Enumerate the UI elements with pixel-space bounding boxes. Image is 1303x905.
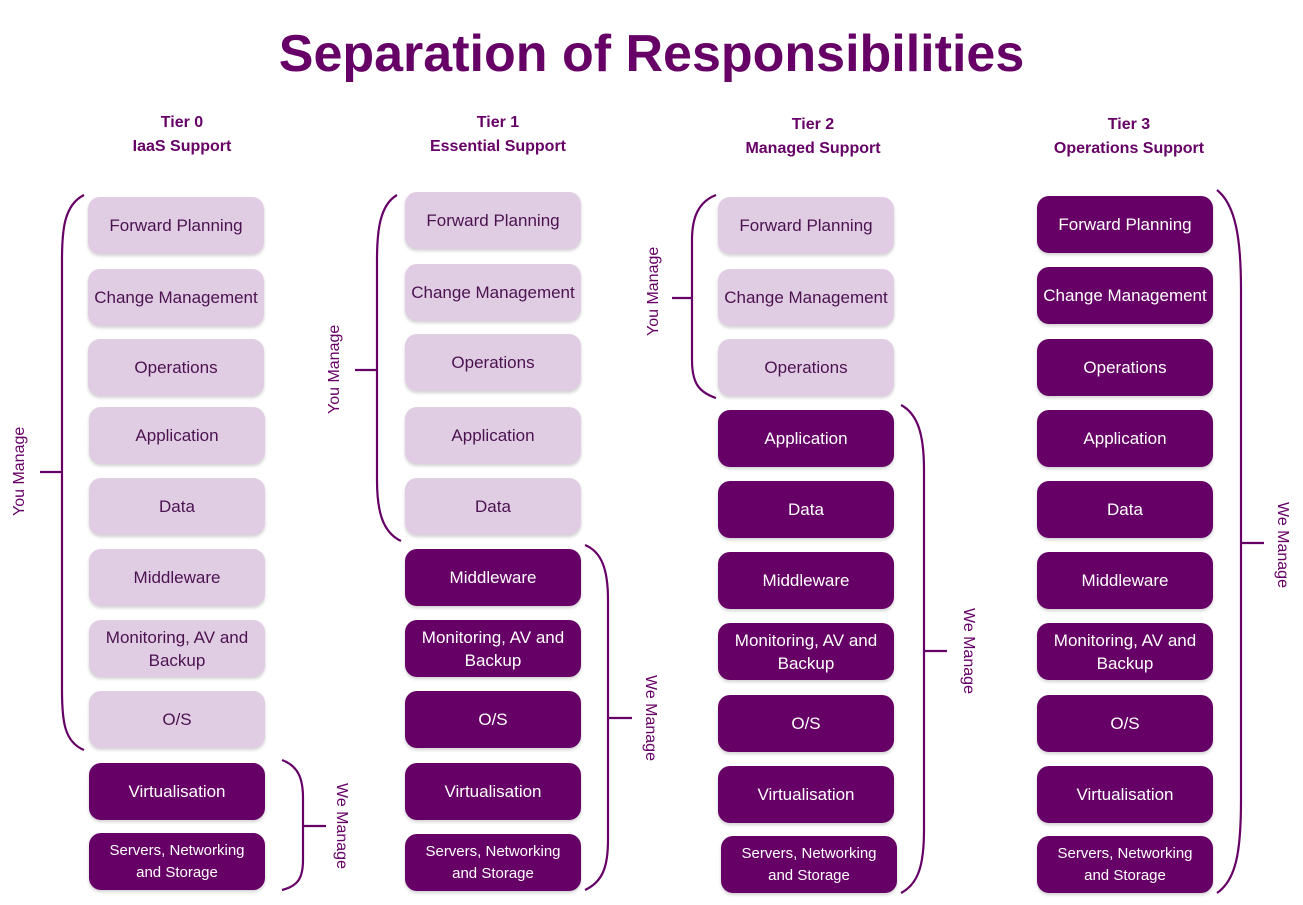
tier-3-item-forward-planning: Forward Planning	[1037, 196, 1213, 253]
tier-1-item-operations: Operations	[405, 334, 581, 391]
tier-2-item-virtualisation: Virtualisation	[718, 766, 894, 823]
tier-1-item-application: Application	[405, 407, 581, 464]
tier-0-name: IaaS Support	[132, 138, 232, 155]
tier-0-heading: Tier 0 IaaS Support	[52, 111, 312, 159]
tier-0-item-os: O/S	[89, 691, 265, 748]
tier-3-item-data: Data	[1037, 481, 1213, 538]
tier-2-you-manage-label: You Manage	[645, 246, 662, 336]
tier-0-item-operations: Operations	[88, 339, 264, 396]
tier-3-we-manage-label: We Manage	[1274, 502, 1291, 588]
tier-2-item-middleware: Middleware	[718, 552, 894, 609]
tier-1-you-manage-label: You Manage	[326, 324, 343, 414]
tier-2-item-forward-planning: Forward Planning	[718, 197, 894, 254]
tier-3-item-application: Application	[1037, 410, 1213, 467]
tier-1-you-manage-bracket	[375, 194, 402, 542]
tier-3-item-middleware: Middleware	[1037, 552, 1213, 609]
tier-0-item-monitoring: Monitoring, AV and Backup	[89, 620, 265, 677]
tier-3-heading: Tier 3 Operations Support	[999, 113, 1259, 161]
tier-2-item-operations: Operations	[718, 339, 894, 396]
tier-0-item-application: Application	[89, 407, 265, 464]
tier-3-item-change-management: Change Management	[1037, 267, 1213, 324]
tier-1-we-manage-bracket	[584, 543, 610, 891]
diagram-title: Separation of Responsibilities	[278, 25, 1025, 83]
tier-2-item-monitoring: Monitoring, AV and Backup	[718, 623, 894, 680]
tier-0-item-middleware: Middleware	[89, 549, 265, 606]
tier-3-item-virtualisation: Virtualisation	[1037, 766, 1213, 823]
tier-1-heading: Tier 1 Essential Support	[368, 111, 628, 159]
tier-1-item-middleware: Middleware	[405, 549, 581, 606]
tier-3-name: Operations Support	[1053, 140, 1205, 157]
tier-2-you-manage-bracket	[690, 193, 717, 400]
tier-2-we-manage-label: We Manage	[960, 608, 977, 694]
tier-3-number: Tier 3	[1107, 116, 1151, 133]
tier-2-we-manage-bracket	[900, 404, 926, 894]
tier-2-item-application: Application	[718, 410, 894, 467]
tier-3-we-manage-bracket	[1216, 189, 1243, 894]
tier-1-name: Essential Support	[429, 138, 567, 155]
tier-1-item-servers: Servers, Networking and Storage	[405, 834, 581, 891]
tier-0-we-manage-label: We Manage	[333, 783, 350, 869]
tier-2-heading: Tier 2 Managed Support	[683, 113, 943, 161]
tier-1-item-forward-planning: Forward Planning	[405, 192, 581, 249]
tier-0-we-manage-bracket	[281, 758, 305, 892]
tier-1-item-virtualisation: Virtualisation	[405, 763, 581, 820]
tier-3-item-os: O/S	[1037, 695, 1213, 752]
tier-2-item-servers: Servers, Networking and Storage	[721, 836, 897, 893]
tier-0-item-change-management: Change Management	[88, 269, 264, 326]
tier-2-item-os: O/S	[718, 695, 894, 752]
tier-1-item-data: Data	[405, 478, 581, 535]
tier-3-item-servers: Servers, Networking and Storage	[1037, 836, 1213, 893]
tier-0-you-manage-label: You Manage	[11, 426, 28, 516]
tier-0-you-manage-bracket	[60, 194, 85, 752]
tier-1-number: Tier 1	[476, 114, 520, 131]
tier-2-item-data: Data	[718, 481, 894, 538]
tier-2-name: Managed Support	[745, 140, 881, 157]
tier-3-item-monitoring: Monitoring, AV and Backup	[1037, 623, 1213, 680]
tier-1-we-manage-label: We Manage	[642, 675, 659, 761]
tier-2-number: Tier 2	[791, 116, 835, 133]
tier-0-item-forward-planning: Forward Planning	[88, 197, 264, 254]
tier-3-item-operations: Operations	[1037, 339, 1213, 396]
tier-0-number: Tier 0	[160, 114, 204, 131]
tier-1-item-change-management: Change Management	[405, 264, 581, 321]
tier-1-item-os: O/S	[405, 691, 581, 748]
tier-0-item-servers: Servers, Networking and Storage	[89, 833, 265, 890]
tier-2-item-change-management: Change Management	[718, 269, 894, 326]
tier-0-item-data: Data	[89, 478, 265, 535]
tier-0-item-virtualisation: Virtualisation	[89, 763, 265, 820]
tier-1-item-monitoring: Monitoring, AV and Backup	[405, 620, 581, 677]
